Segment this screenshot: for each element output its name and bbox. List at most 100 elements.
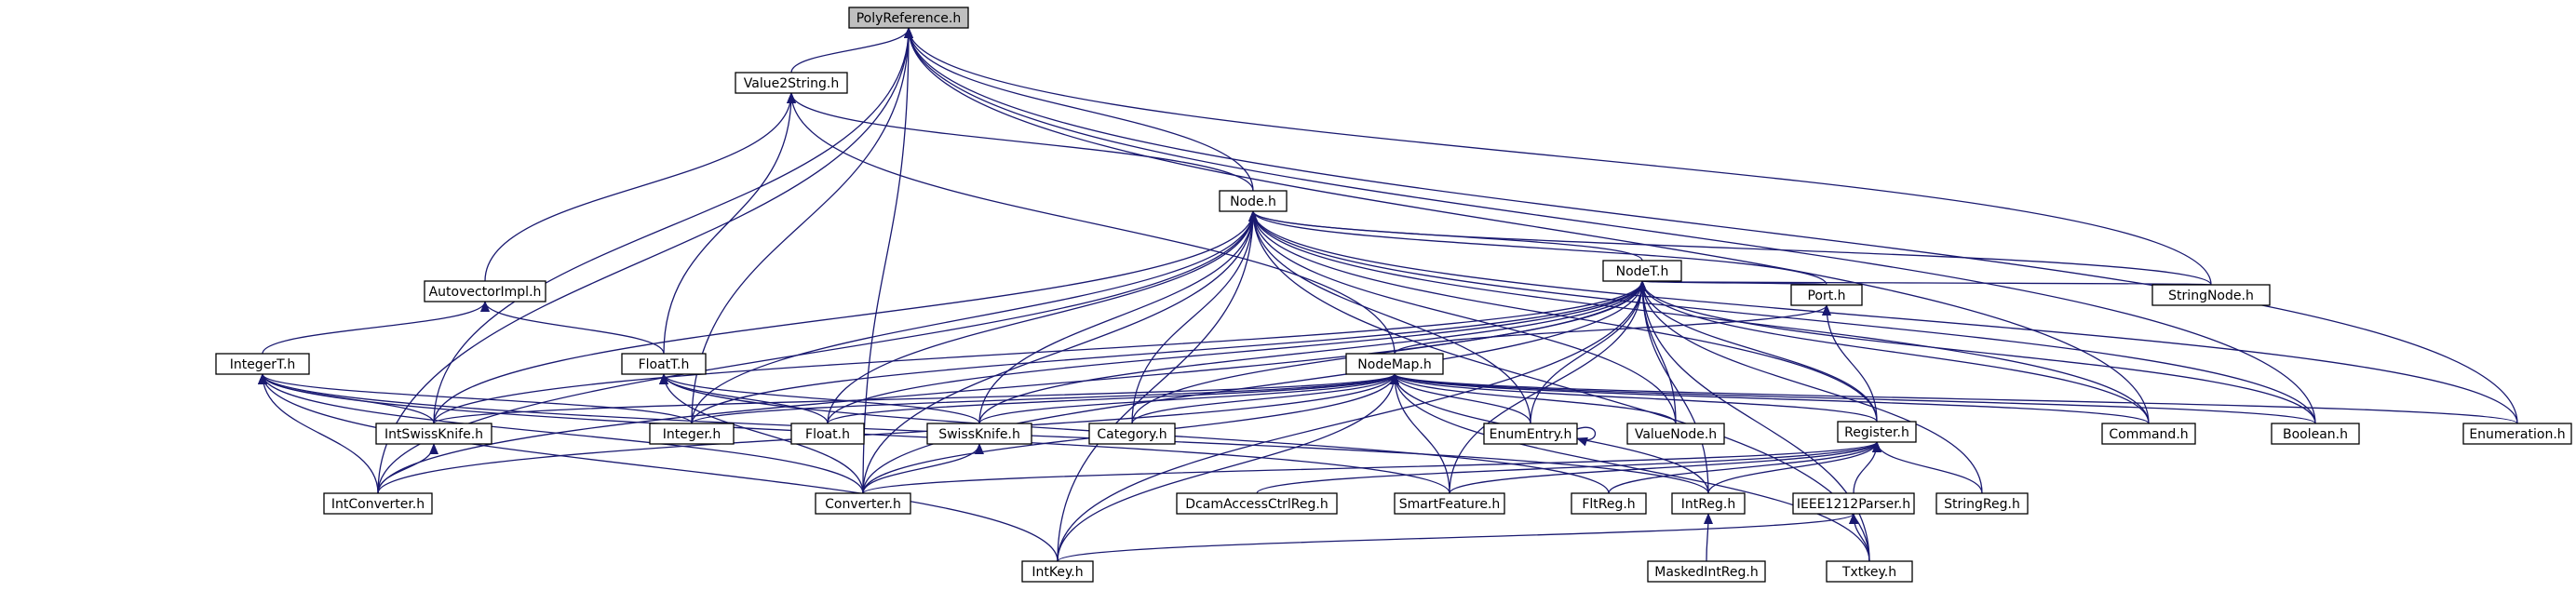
node-converter[interactable]: Converter.h xyxy=(815,492,911,515)
node-box[interactable] xyxy=(1021,560,1094,583)
node-autovectorimpl[interactable]: AutovectorImpl.h xyxy=(424,280,546,302)
edge-EnumEntry-to-NodeMap xyxy=(1390,373,1531,424)
edge-StringReg-to-Register xyxy=(1872,441,1983,494)
node-label: FltReg.h xyxy=(1582,497,1635,512)
node-enumeration[interactable]: Enumeration.h xyxy=(2462,423,2572,445)
node-node[interactable]: Node.h xyxy=(1219,190,1288,212)
node-box[interactable] xyxy=(1935,492,2029,515)
node-label: SwissKnife.h xyxy=(938,427,1020,442)
edge-IntConverter-to-NodeT xyxy=(377,280,1647,494)
node-box[interactable] xyxy=(1345,353,1444,375)
node-box[interactable] xyxy=(1219,190,1288,212)
edge-Node-to-Value2String xyxy=(787,92,1254,192)
node-txtkey[interactable]: Txtkey.h xyxy=(1826,560,1913,583)
edge-IntConverter-to-IntegerT xyxy=(258,373,379,494)
edge-StringNode-to-NodeT xyxy=(1640,280,2212,292)
node-polyreference[interactable]: PolyReference.h xyxy=(848,7,969,29)
node-command[interactable]: Command.h xyxy=(2101,423,2196,445)
node-box[interactable] xyxy=(1394,492,1505,515)
node-box[interactable] xyxy=(1647,560,1766,583)
node-intreg[interactable]: IntReg.h xyxy=(1671,492,1746,515)
node-box[interactable] xyxy=(1790,284,1863,306)
node-stringnode[interactable]: StringNode.h xyxy=(2151,284,2271,306)
node-box[interactable] xyxy=(926,423,1032,445)
node-box[interactable] xyxy=(1792,492,1915,515)
edge-EnumEntry-to-EnumEntry xyxy=(1576,426,1597,447)
node-label: Enumeration.h xyxy=(2469,427,2565,442)
node-box[interactable] xyxy=(1826,560,1913,583)
edge-IntKey-to-IEEE1212Parser xyxy=(1057,513,1858,562)
node-intswissknife[interactable]: IntSwissKnife.h xyxy=(375,423,492,445)
node-intconverter[interactable]: IntConverter.h xyxy=(323,492,433,515)
node-box[interactable] xyxy=(2101,423,2196,445)
edge-Command-to-PolyReference xyxy=(904,27,2150,424)
edge-IntConverter-to-NodeMap xyxy=(377,373,1399,494)
node-label: Value2String.h xyxy=(744,76,839,91)
node-label: IntReg.h xyxy=(1681,497,1735,512)
edge-StringNode-to-PolyReference xyxy=(904,27,2212,286)
node-box[interactable] xyxy=(1483,423,1578,445)
edge-TxtKey-to-NodeMap xyxy=(1390,373,1870,562)
node-box[interactable] xyxy=(848,7,969,29)
node-swissknife[interactable]: SwissKnife.h xyxy=(926,423,1032,445)
node-box[interactable] xyxy=(375,423,492,445)
edge-IntSwissKnife-to-NodeMap xyxy=(433,373,1399,424)
edge-Integer-to-NodeT xyxy=(691,280,1647,424)
node-intkey[interactable]: IntKey.h xyxy=(1021,560,1094,583)
edge-Integer-to-NodeMap xyxy=(691,373,1399,424)
node-port[interactable]: Port.h xyxy=(1790,284,1863,306)
node-box[interactable] xyxy=(1837,421,1917,443)
edge-Enumeration-to-NodeMap xyxy=(1390,373,2518,424)
node-box[interactable] xyxy=(2271,423,2360,445)
node-boolean[interactable]: Boolean.h xyxy=(2271,423,2360,445)
node-label: IntSwissKnife.h xyxy=(384,427,483,442)
node-box[interactable] xyxy=(1571,492,1647,515)
edge-StringNode-to-Node xyxy=(1248,210,2212,286)
node-value2string[interactable]: Value2String.h xyxy=(735,72,848,94)
node-integert[interactable]: IntegerT.h xyxy=(215,353,310,375)
edge-SwissKnife-to-Node xyxy=(978,210,1258,424)
edge-DcamAccessCtrlReg-to-Register xyxy=(1256,441,1881,494)
node-label: EnumEntry.h xyxy=(1490,427,1572,442)
node-box[interactable] xyxy=(1088,423,1176,445)
node-category[interactable]: Category.h xyxy=(1088,423,1176,445)
node-box[interactable] xyxy=(649,423,735,445)
node-box[interactable] xyxy=(735,72,848,94)
node-nodemap[interactable]: NodeMap.h xyxy=(1345,353,1444,375)
edge-Float-to-NodeT xyxy=(827,280,1647,424)
node-box[interactable] xyxy=(323,492,433,515)
node-maskedintreg[interactable]: MaskedIntReg.h xyxy=(1647,560,1766,583)
node-label: DcamAccessCtrlReg.h xyxy=(1185,497,1328,512)
node-box[interactable] xyxy=(2462,423,2572,445)
node-box[interactable] xyxy=(215,353,310,375)
edge-Value2String-to-PolyReference xyxy=(790,27,913,74)
edge-MaskedIntReg-to-IntReg xyxy=(1703,513,1713,562)
node-integer[interactable]: Integer.h xyxy=(649,423,735,445)
node-floatt[interactable]: FloatT.h xyxy=(621,353,707,375)
node-enumentry[interactable]: EnumEntry.h xyxy=(1483,423,1578,445)
node-label: IntegerT.h xyxy=(230,357,296,372)
edge-Boolean-to-NodeMap xyxy=(1390,373,2316,424)
node-label: NodeT.h xyxy=(1616,264,1669,279)
node-box[interactable] xyxy=(815,492,911,515)
node-stringreg[interactable]: StringReg.h xyxy=(1935,492,2029,515)
node-box[interactable] xyxy=(1671,492,1746,515)
node-valuenode[interactable]: ValueNode.h xyxy=(1626,423,1725,445)
node-ieee1212parser[interactable]: IEEE1212Parser.h xyxy=(1792,492,1915,515)
node-box[interactable] xyxy=(1602,260,1682,282)
node-dcamaccessctrlreg[interactable]: DcamAccessCtrlReg.h xyxy=(1176,492,1338,515)
node-smartfeature[interactable]: SmartFeature.h xyxy=(1394,492,1505,515)
edge-IntConverter-to-IntSwissKnife xyxy=(377,443,438,494)
node-box[interactable] xyxy=(1176,492,1338,515)
node-nodet[interactable]: NodeT.h xyxy=(1602,260,1682,282)
node-box[interactable] xyxy=(2151,284,2271,306)
node-float[interactable]: Float.h xyxy=(790,423,865,445)
node-label: Float.h xyxy=(805,427,850,442)
node-fltreg[interactable]: FltReg.h xyxy=(1571,492,1647,515)
node-box[interactable] xyxy=(1626,423,1725,445)
node-box[interactable] xyxy=(424,280,546,302)
edge-Integer-to-Node xyxy=(691,210,1258,424)
node-box[interactable] xyxy=(790,423,865,445)
node-box[interactable] xyxy=(621,353,707,375)
node-register[interactable]: Register.h xyxy=(1837,421,1917,443)
